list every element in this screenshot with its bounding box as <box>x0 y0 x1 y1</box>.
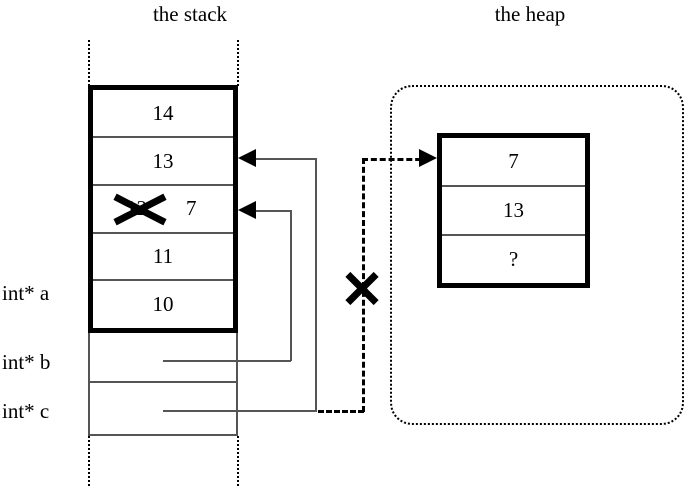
heap-cell-13: 13 <box>442 187 585 236</box>
stack-title: the stack <box>152 2 228 26</box>
heap-allocated-block: 7 13 ? <box>437 133 590 288</box>
stack-cell-value: 13 <box>152 148 174 173</box>
struck-cell-inner: 12 7 <box>93 186 233 232</box>
arrowhead-c-icon <box>238 149 256 167</box>
stack-cell-value: 11 <box>152 244 174 268</box>
stack-cell-pointer-b <box>90 333 236 383</box>
pointer-line-c-horizontal <box>163 410 317 412</box>
stack-cell-10: 10 <box>93 281 233 328</box>
stack-cell-struck: 12 7 <box>93 186 233 234</box>
arrowhead-heap-icon <box>419 149 437 167</box>
stack-rail-right-top <box>237 40 239 86</box>
heap-title: the heap <box>494 2 566 26</box>
heap-cell-value: ? <box>508 247 519 271</box>
stack-cell-value: 10 <box>152 292 174 316</box>
stack-pointer-frame <box>88 333 238 436</box>
pointer-line-b-horizontal <box>163 360 291 362</box>
pointer-line-b-head-segment <box>246 210 291 212</box>
pointer-line-c-head-segment <box>246 158 316 160</box>
stack-allocated-frame: 14 13 12 7 11 10 <box>88 85 238 333</box>
stack-rail-left-bottom <box>88 436 90 486</box>
variable-label-a: int* a <box>2 281 50 305</box>
stack-cell-value: 14 <box>152 100 174 125</box>
heap-cell-unknown: ? <box>442 236 585 283</box>
stack-rail-left-top <box>88 40 90 86</box>
variable-label-c: int* c <box>2 399 50 423</box>
stack-cell-11: 11 <box>93 234 233 281</box>
dangling-line-horizontal-lower <box>318 410 364 413</box>
pointer-line-b-vertical <box>290 210 292 361</box>
heap-cell-7: 7 <box>442 138 585 187</box>
pointer-line-c-vertical <box>315 158 317 411</box>
variable-label-b: int* b <box>2 350 51 374</box>
stack-cell-14: 14 <box>93 90 233 138</box>
arrowhead-b-icon <box>238 201 256 219</box>
heap-cell-value: 13 <box>503 198 524 222</box>
x-strikeout-icon <box>113 191 167 227</box>
x-invalid-icon <box>344 270 380 306</box>
heap-cell-value: 7 <box>508 149 519 173</box>
dangling-line-horizontal-upper <box>362 158 430 161</box>
stack-cell-new-value: 7 <box>186 196 197 220</box>
stack-cell-pointer-c <box>90 383 236 434</box>
stack-rail-right-bottom <box>237 436 239 486</box>
stack-cell-13: 13 <box>93 138 233 186</box>
heap-region-boundary <box>390 85 684 425</box>
